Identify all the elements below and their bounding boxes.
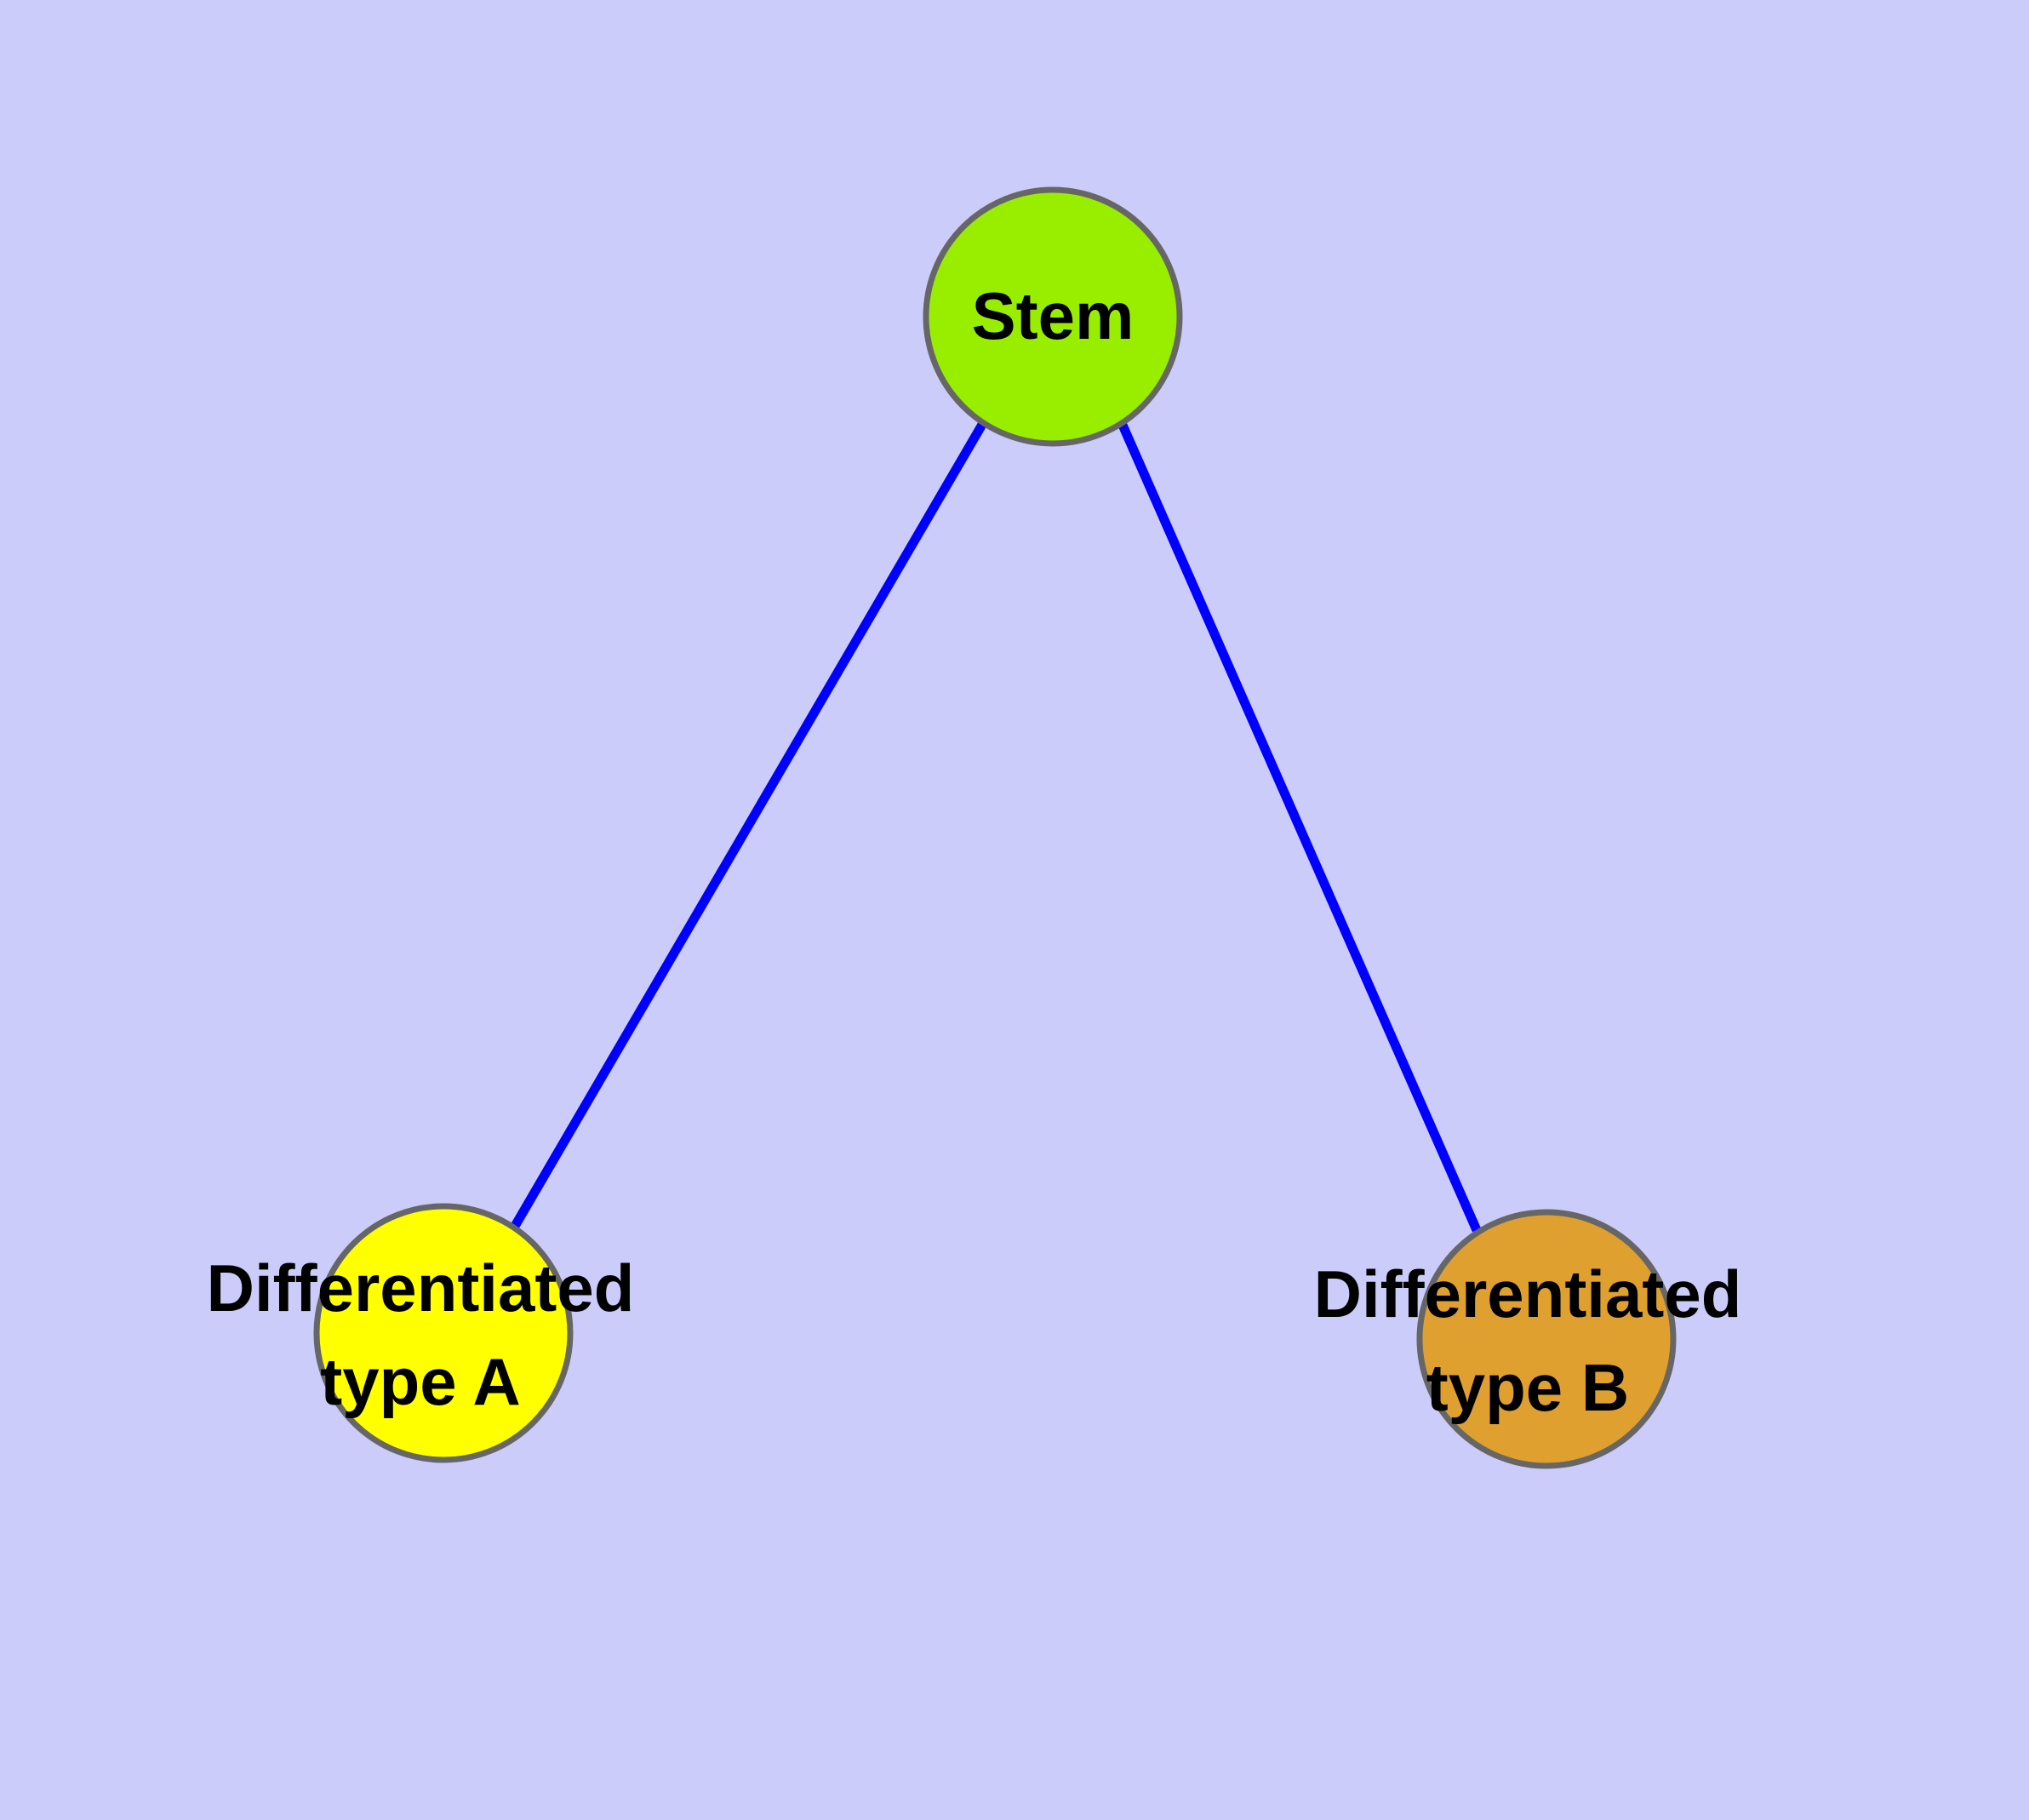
node-differentiated-type-a-label-line2: type A	[320, 1344, 521, 1419]
node-differentiated-type-b-label-line2: type B	[1426, 1350, 1629, 1425]
node-differentiated-type-a-label-line1: Differentiated	[207, 1251, 635, 1325]
node-differentiated-type-b-label-line1: Differentiated	[1314, 1256, 1742, 1331]
edge-stem-to-type-a[interactable]	[510, 421, 987, 1230]
node-stem-circle[interactable]	[923, 186, 1183, 447]
node-differentiated-type-a-circle[interactable]	[313, 1203, 574, 1463]
node-stem-label: Stem	[972, 278, 1135, 353]
node-differentiated-type-b-circle[interactable]	[1416, 1209, 1677, 1469]
edge-stem-to-type-b[interactable]	[1117, 421, 1482, 1233]
